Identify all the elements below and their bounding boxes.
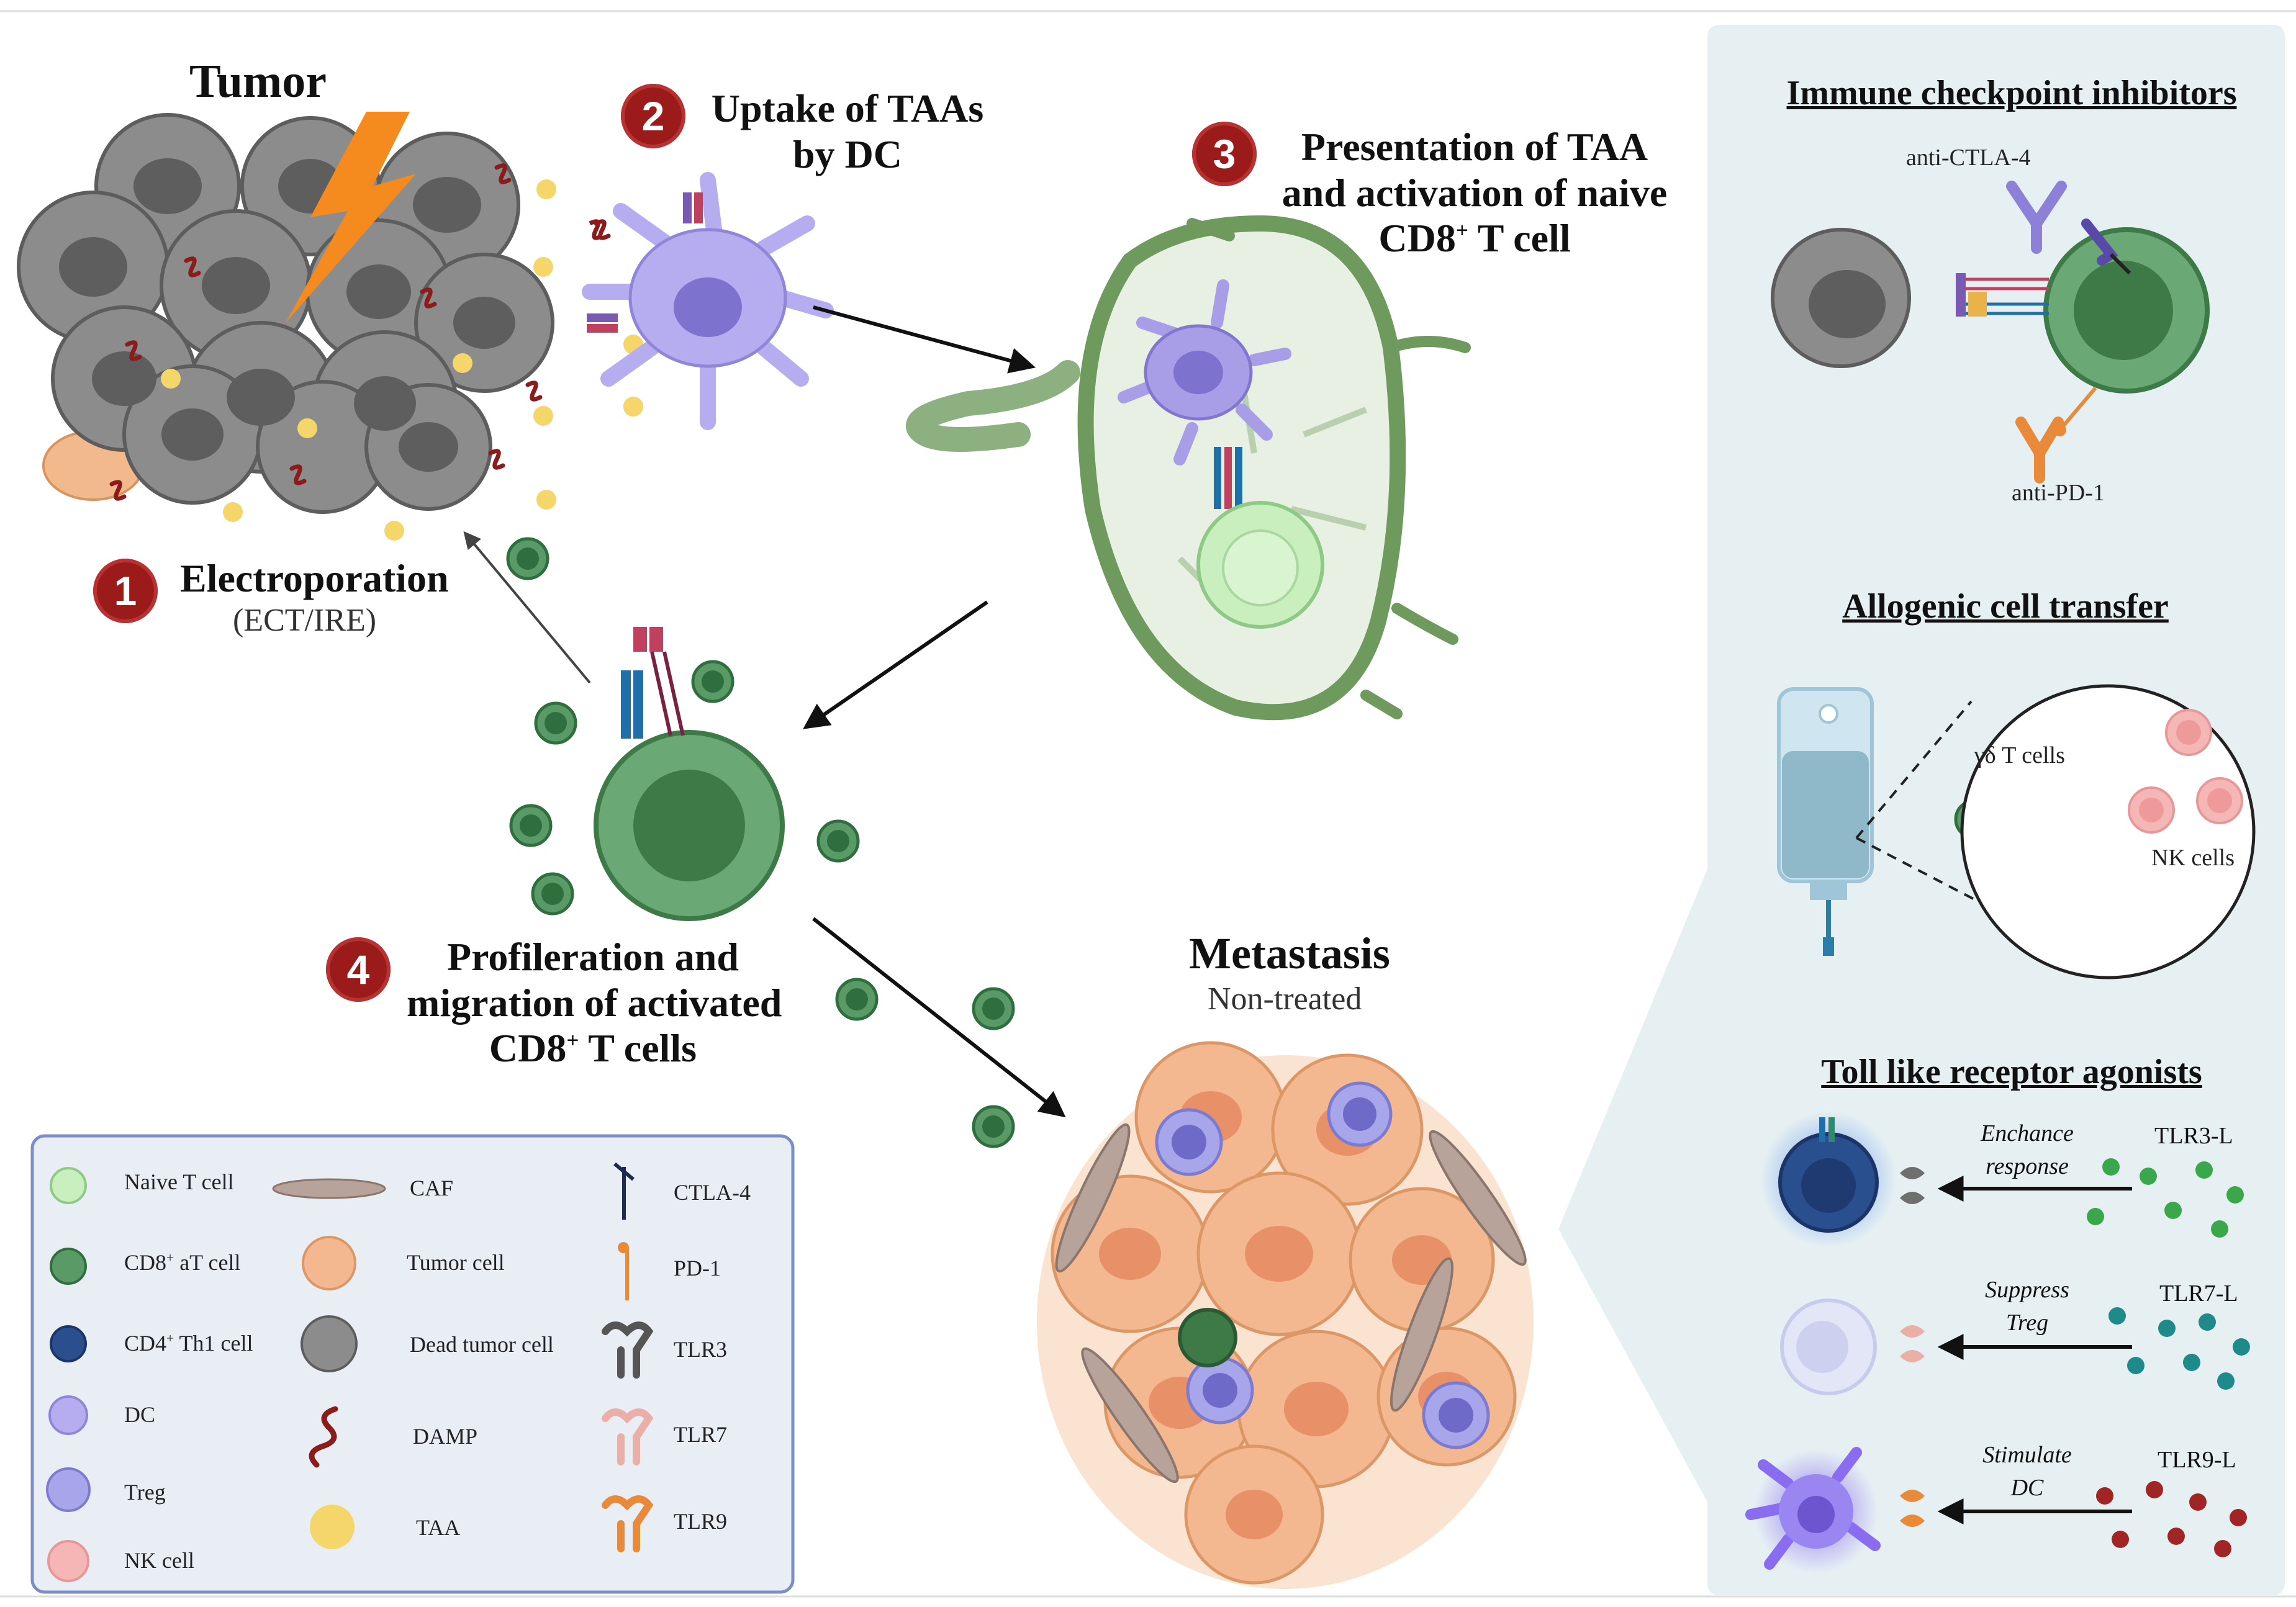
legend-cd4-th1-cell: CD4+ Th1 cell	[124, 1330, 253, 1356]
legend-tlr3: TLR3	[674, 1337, 727, 1362]
tlr-row-1-ligand: TLR3-L	[2154, 1123, 2233, 1149]
step-4-line-3-sup: +	[566, 1028, 579, 1053]
step-2-line-1: Uptake of TAAs	[711, 86, 984, 130]
legend-pd1: PD-1	[674, 1256, 721, 1281]
legend-nk-cell: NK cell	[124, 1547, 194, 1573]
dendritic-cell-drawing	[582, 172, 834, 430]
step-1-sub: (ECT/IRE)	[233, 603, 377, 638]
step-3-line-2: and activation of naive	[1281, 170, 1668, 215]
step-4-label: Profileration and migration of activated…	[407, 934, 782, 1071]
step-1-label: Electroporation	[180, 556, 449, 600]
lightning-icon	[286, 112, 416, 323]
tlr-row-1-action: Enchance response	[1968, 1117, 2086, 1183]
step-2-badge: 2	[621, 84, 685, 148]
tlr-drawing	[1745, 1111, 2250, 1573]
legend-tumor-cell: Tumor cell	[407, 1250, 505, 1275]
step-3-line-3: CD8+ T cell	[1279, 215, 1670, 261]
legend-naive-t-cell-text: Naive T cell	[124, 1169, 234, 1194]
legend-dc: DC	[124, 1402, 155, 1428]
step-1-badge: 1	[93, 559, 158, 623]
legend-icons	[46, 1162, 654, 1582]
tlr-row-2-action-line-1: Suppress	[1985, 1277, 2069, 1303]
step-4-badge: 4	[326, 937, 391, 1002]
legend-cd8-at-cell: CD8+ aT cell	[124, 1249, 240, 1276]
lymph-node-drawing	[906, 215, 1471, 721]
legend-ctla4: CTLA-4	[674, 1180, 751, 1205]
tlr-row-1-action-line-2: response	[1986, 1153, 2069, 1180]
legend-taa: TAA	[416, 1515, 461, 1540]
anti-ctla4-label: anti-CTLA-4	[1906, 145, 2031, 171]
allogenic-title: Allogenic cell transfer	[1842, 587, 2169, 626]
tumor-title: Tumor	[189, 55, 327, 107]
legend-caf: CAF	[410, 1176, 454, 1200]
metastasis-title: Metastasis	[1189, 929, 1390, 978]
step-4-line-1: Profileration and	[447, 935, 739, 979]
tlr-row-3-action: Stimulate DC	[1968, 1439, 2086, 1505]
metastasis-drawing	[1037, 1041, 1534, 1589]
tumor-cluster-drawing	[17, 112, 643, 541]
arrow-dc-to-node	[813, 305, 1036, 374]
legend-tlr7: TLR7	[674, 1422, 727, 1447]
legend-nk-cell-text: NK cell	[124, 1548, 194, 1573]
metastasis-sub: Non-treated	[1208, 981, 1362, 1017]
iv-bag-drawing	[1777, 684, 2256, 979]
legend-damp: DAMP	[413, 1424, 478, 1449]
legend-naive-t-cell: Naive T cell	[124, 1169, 234, 1195]
tlr-row-3-ligand: TLR9-L	[2158, 1447, 2236, 1473]
legend-dc-text: DC	[124, 1402, 156, 1427]
legend-cd8-pre: CD8	[124, 1250, 167, 1275]
tlr-row-3-action-line-2: DC	[2010, 1475, 2044, 1501]
step-4-line-3: CD8+ T cells	[407, 1025, 779, 1071]
step-3-line-3-sup: +	[1455, 218, 1468, 243]
activated-cd8-drawing	[594, 627, 785, 921]
step-3-badge: 3	[1192, 122, 1257, 186]
tlr-row-3-action-line-1: Stimulate	[1982, 1442, 2072, 1468]
nk-cells-label: NK cells	[2151, 845, 2235, 871]
step-4-line-3-post: T cells	[579, 1026, 697, 1071]
legend-cd4-sup: +	[166, 1331, 174, 1346]
step-4-line-2: migration of activated	[407, 980, 782, 1025]
tlr-row-1-action-line-1: Enchance	[1981, 1120, 2074, 1146]
legend-cd8-post: aT cell	[174, 1250, 241, 1275]
step-3-line-3-pre: CD8	[1378, 216, 1456, 261]
legend-tlr9: TLR9	[674, 1509, 727, 1534]
step-2-line-2: by DC	[792, 132, 903, 176]
checkpoint-title: Immune checkpoint inhibitors	[1786, 74, 2237, 112]
tlr-row-2-ligand: TLR7-L	[2159, 1281, 2238, 1307]
legend-treg-text: Treg	[124, 1480, 166, 1505]
legend-dead-tumor-cell: Dead tumor cell	[410, 1332, 554, 1357]
step-2-label: Uptake of TAAs by DC	[708, 86, 987, 177]
arrow-node-to-cd8	[803, 600, 988, 729]
checkpoint-drawing	[1771, 181, 2210, 484]
therapy-panel-bg	[1558, 25, 2285, 1595]
arrow-cd8-to-tumor	[463, 531, 591, 684]
step-3-line-1: Presentation of TAA	[1301, 125, 1648, 169]
legend-treg: Treg	[124, 1479, 166, 1505]
legend-cd4-pre: CD4	[124, 1331, 167, 1356]
tlr-row-2-action-line-2: Treg	[2005, 1310, 2049, 1336]
step-4-line-3-pre: CD8	[489, 1026, 567, 1071]
tlr-title: Toll like receptor agonists	[1821, 1053, 2202, 1091]
legend-box	[30, 1134, 795, 1594]
anti-pd1-label: anti-PD-1	[2012, 480, 2105, 506]
gd-t-cells-label: γδ T cells	[1974, 742, 2065, 768]
step-3-label: Presentation of TAA and activation of na…	[1279, 124, 1670, 261]
tlr-row-2-action: Suppress Treg	[1968, 1274, 2086, 1339]
legend-cd4-post: Th1 cell	[174, 1331, 253, 1356]
step-3-line-3-post: T cell	[1468, 216, 1571, 261]
arrow-cd8-to-metastasis	[812, 917, 1066, 1118]
legend-cd8-sup: +	[166, 1250, 174, 1265]
